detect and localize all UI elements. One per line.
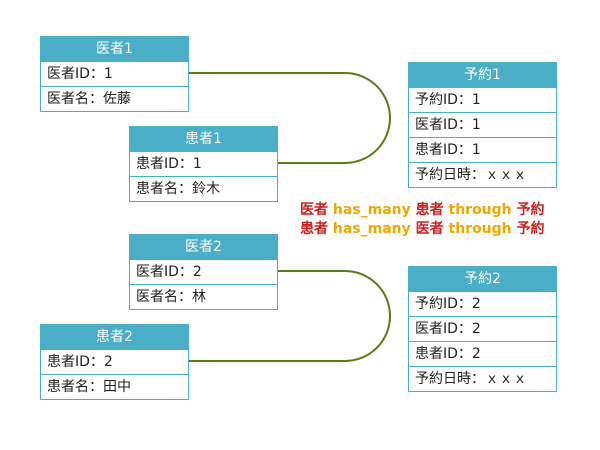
table-patient2: 患者2 患者ID：2 患者名：田中 <box>40 324 189 400</box>
table-reservation1-row-id: 予約ID：1 <box>409 87 556 112</box>
table-patient2-row-id: 患者ID：2 <box>41 349 188 374</box>
relation-line-2: 患者 has_many 医者 through 予約 <box>300 220 545 239</box>
table-doctor1-title: 医者1 <box>41 37 188 61</box>
table-reservation2-row-datetime: 予約日時：ｘｘｘ <box>409 366 556 391</box>
table-doctor2-title: 医者2 <box>130 235 277 259</box>
relation-2-through: through <box>448 221 512 237</box>
table-reservation1-row-doctor-id: 医者ID：1 <box>409 112 556 137</box>
table-doctor2: 医者2 医者ID：2 医者名：林 <box>129 234 278 310</box>
connector-doctor1-to-patient1 <box>189 72 391 163</box>
table-patient2-row-name: 患者名：田中 <box>41 374 188 399</box>
relation-1-object: 患者 <box>415 202 444 218</box>
table-reservation1-title: 予約1 <box>409 63 556 87</box>
table-reservation1-row-patient-id: 患者ID：1 <box>409 137 556 162</box>
table-doctor2-row-name: 医者名：林 <box>130 284 277 309</box>
relation-1-subject: 医者 <box>300 202 328 218</box>
table-doctor1: 医者1 医者ID：1 医者名：佐藤 <box>40 36 189 112</box>
table-reservation1-row-datetime: 予約日時：ｘｘｘ <box>409 162 556 187</box>
table-reservation1: 予約1 予約ID：1 医者ID：1 患者ID：1 予約日時：ｘｘｘ <box>408 62 557 188</box>
relation-2-join: 予約 <box>516 221 545 237</box>
table-reservation2: 予約2 予約ID：2 医者ID：2 患者ID：2 予約日時：ｘｘｘ <box>408 266 557 392</box>
relation-1-through: through <box>448 202 512 218</box>
relation-1-join: 予約 <box>516 202 545 218</box>
table-patient1-row-name: 患者名：鈴木 <box>130 176 277 201</box>
table-reservation2-row-doctor-id: 医者ID：2 <box>409 316 556 341</box>
table-reservation2-row-patient-id: 患者ID：2 <box>409 341 556 366</box>
table-patient1: 患者1 患者ID：1 患者名：鈴木 <box>129 126 278 202</box>
relation-notes: 医者 has_many 患者 through 予約 患者 has_many 医者… <box>300 201 545 239</box>
table-doctor1-row-id: 医者ID：1 <box>41 61 188 86</box>
relation-2-subject: 患者 <box>300 221 328 237</box>
connector-patient2-to-doctor2 <box>189 271 391 362</box>
table-patient1-title: 患者1 <box>130 127 277 151</box>
table-patient1-row-id: 患者ID：1 <box>130 151 277 176</box>
relation-line-1: 医者 has_many 患者 through 予約 <box>300 201 545 220</box>
relation-1-has-many: has_many <box>332 202 411 218</box>
table-reservation2-title: 予約2 <box>409 267 556 291</box>
relation-2-object: 医者 <box>415 221 444 237</box>
table-doctor1-row-name: 医者名：佐藤 <box>41 86 188 111</box>
table-doctor2-row-id: 医者ID：2 <box>130 259 277 284</box>
table-reservation2-row-id: 予約ID：2 <box>409 291 556 316</box>
table-patient2-title: 患者2 <box>41 325 188 349</box>
relation-2-has-many: has_many <box>332 221 411 237</box>
